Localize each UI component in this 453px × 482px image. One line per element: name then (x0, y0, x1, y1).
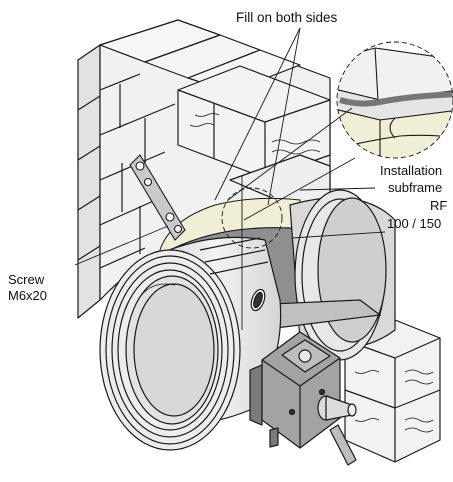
damper-duct-body (249, 189, 396, 361)
label-screw: Screw (8, 272, 45, 287)
bracket-hole-top (135, 161, 145, 171)
actuator (249, 331, 357, 466)
label-screw-size: M6x20 (8, 288, 47, 303)
leader-lines (74, 27, 386, 266)
label-fill-on-both-sides: Fill on both sides (236, 10, 338, 25)
bracket-hole-bottom (173, 224, 183, 234)
screw-head (165, 212, 175, 222)
label-rf-size: 100 / 150 (387, 216, 441, 231)
label-subframe: subframe (388, 180, 442, 195)
zoom-detail (336, 41, 453, 159)
bracket-hole (143, 177, 153, 187)
duct-front-section (99, 175, 282, 451)
label-installation: Installation (380, 163, 442, 178)
detail-marker-circle (221, 187, 283, 249)
mounting-bracket (129, 154, 186, 241)
label-rf: RF (430, 198, 447, 213)
